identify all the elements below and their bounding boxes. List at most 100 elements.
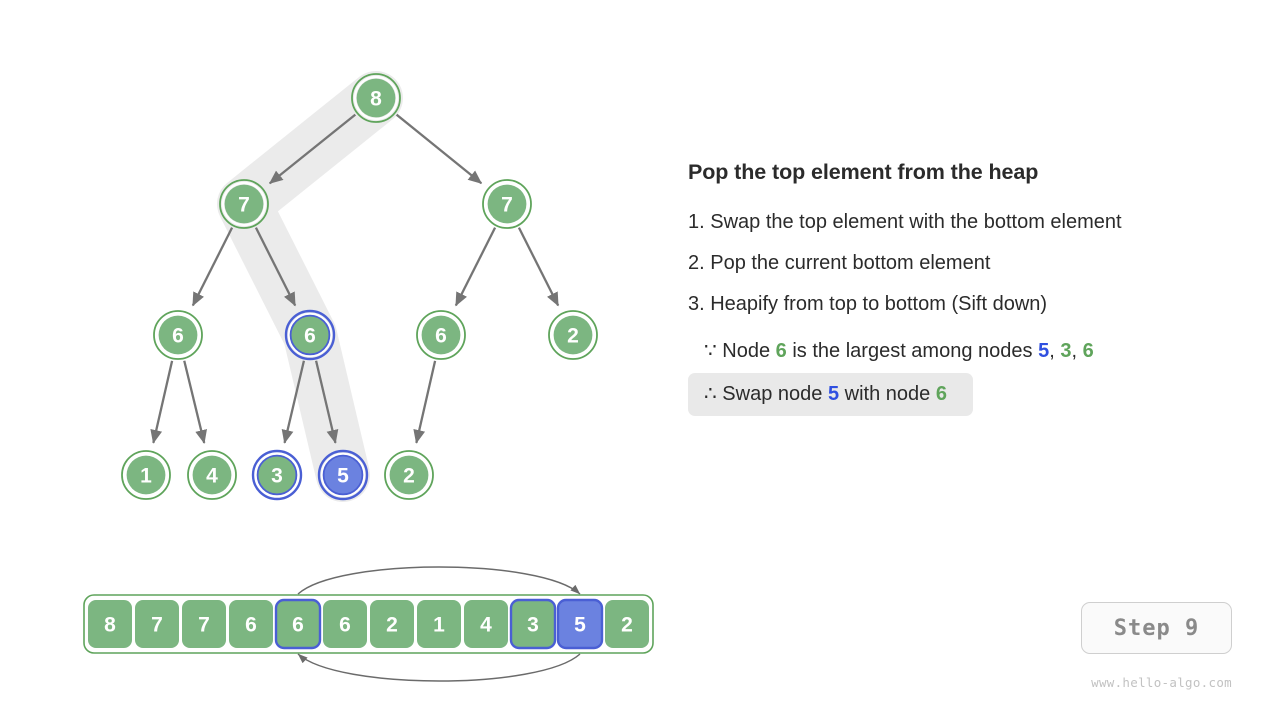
node-outer-ring	[548, 310, 598, 360]
node-outer-ring	[384, 450, 434, 500]
array-cell-8[interactable]: 4	[464, 600, 508, 648]
reason-symbol: ∵	[704, 340, 717, 362]
tree-node-7-n2[interactable]: 7	[482, 179, 532, 229]
conclusion-to-value: 6	[935, 383, 947, 405]
node-gap-ring	[418, 312, 464, 358]
node-outer-ring	[351, 73, 401, 123]
tree-node-2-n11[interactable]: 2	[384, 450, 434, 500]
node-circle	[158, 315, 198, 355]
tree-edge	[314, 360, 339, 444]
array-cell-box	[370, 600, 414, 648]
array-cell-box	[556, 598, 604, 650]
sift-down-path-highlight	[217, 71, 403, 502]
array-cell-9[interactable]: 3	[509, 598, 557, 650]
node-gap-ring	[353, 75, 399, 121]
reason-mid: is the largest among nodes	[792, 340, 1033, 362]
node-outer-ring	[153, 310, 203, 360]
node-outer-ring	[251, 449, 303, 501]
swap-arrow-over	[297, 566, 581, 595]
highlight-band	[217, 71, 403, 502]
node-outer-ring	[317, 449, 369, 501]
node-circle	[389, 455, 429, 495]
tree-node-4-n8[interactable]: 4	[187, 450, 237, 500]
node-gap-ring	[550, 312, 596, 358]
array-cell-box	[229, 600, 273, 648]
reason-candidate-2: 6	[1082, 340, 1094, 362]
tree-node-6-n3[interactable]: 6	[153, 310, 203, 360]
array-cell-4[interactable]: 6	[274, 598, 322, 650]
reason-pre: Node	[722, 340, 771, 362]
array-cell-5[interactable]: 6	[323, 600, 367, 648]
conclusion-mid: with node	[844, 383, 931, 405]
tree-edge	[150, 360, 174, 444]
node-gap-ring	[287, 312, 333, 358]
array-cell-box	[605, 600, 649, 648]
array-cell-3[interactable]: 6	[229, 600, 273, 648]
tree-edges	[150, 113, 560, 444]
conclusion-box: ∴ Swap node 5 with node 6	[688, 373, 973, 416]
tree-edge	[269, 113, 357, 185]
tree-edge	[191, 227, 234, 307]
array-cell-6[interactable]: 2	[370, 600, 414, 648]
tree-node-2-n6[interactable]: 2	[548, 310, 598, 360]
array-cell-10[interactable]: 5	[556, 598, 604, 650]
tree-edge	[413, 360, 437, 444]
array-cell-11[interactable]: 2	[605, 600, 649, 648]
conclusion-pre: Swap node	[722, 383, 823, 405]
tree-node-8-n0[interactable]: 8	[351, 73, 401, 123]
node-gap-ring	[386, 452, 432, 498]
page-title: Pop the top element from the heap	[688, 160, 1039, 184]
tree-edge	[517, 227, 560, 307]
node-outer-ring	[284, 309, 336, 361]
array-cell-box	[182, 600, 226, 648]
tree-node-6-n4[interactable]: 6	[284, 309, 336, 361]
tree-node-5-n10[interactable]: 5	[317, 449, 369, 501]
reason-sep-1: ,	[1071, 340, 1078, 362]
tree-node-1-n7[interactable]: 1	[121, 450, 171, 500]
reason-node-value: 6	[775, 340, 787, 362]
tree-edge	[281, 360, 306, 444]
step-line-1: 1. Swap the top element with the bottom …	[688, 211, 1122, 233]
tree-edge	[395, 113, 483, 185]
node-gap-ring	[123, 452, 169, 498]
node-circle	[256, 454, 298, 496]
node-gap-ring	[189, 452, 235, 498]
swap-arrow-under	[297, 653, 581, 682]
conclusion-from-value: 5	[827, 383, 840, 405]
array-cell-box	[88, 600, 132, 648]
tree-edge	[254, 227, 297, 307]
node-outer-ring	[482, 179, 532, 229]
tree-node-7-n1[interactable]: 7	[219, 179, 269, 229]
node-gap-ring	[320, 452, 366, 498]
node-circle	[421, 315, 461, 355]
node-circle	[192, 455, 232, 495]
node-gap-ring	[484, 181, 530, 227]
node-outer-ring	[219, 179, 269, 229]
tree-node-3-n9[interactable]: 3	[251, 449, 303, 501]
array-cell-box	[274, 598, 322, 650]
watermark: www.hello-algo.com	[1091, 675, 1232, 690]
array-cell-1[interactable]: 7	[135, 600, 179, 648]
node-outer-ring	[187, 450, 237, 500]
explanation-panel: Pop the top element from the heap 1. Swa…	[688, 160, 1248, 416]
conclusion-symbol: ∴	[704, 383, 717, 405]
node-gap-ring	[221, 181, 267, 227]
node-circle	[356, 78, 396, 118]
reason-candidate-0: 5	[1038, 340, 1050, 362]
node-circle	[289, 314, 331, 356]
node-outer-ring	[416, 310, 466, 360]
node-circle	[224, 184, 264, 224]
node-circle	[126, 455, 166, 495]
conclusion-wrapper: ∴ Swap node 5 with node 6	[688, 365, 1248, 416]
array-cell-0[interactable]: 8	[88, 600, 132, 648]
array-cell-box	[135, 600, 179, 648]
reason-line: ∵ Node 6 is the largest among nodes 5, 3…	[688, 318, 1248, 365]
array-cell-2[interactable]: 7	[182, 600, 226, 648]
tree-edge	[183, 360, 207, 444]
tree-node-6-n5[interactable]: 6	[416, 310, 466, 360]
array-cell-7[interactable]: 1	[417, 600, 461, 648]
